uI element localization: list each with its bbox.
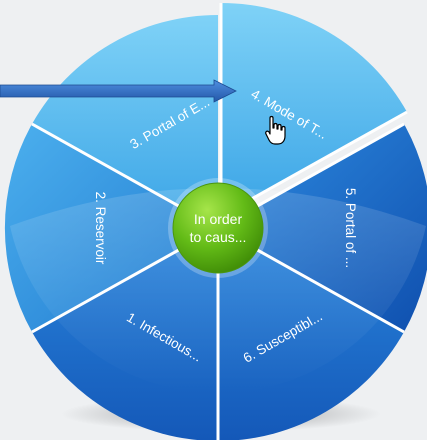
center-button[interactable]: In order to caus... bbox=[168, 178, 268, 278]
hand-pointer-icon bbox=[265, 115, 286, 145]
center-label-line1: In order bbox=[194, 211, 243, 227]
arrow-right-icon bbox=[0, 79, 237, 103]
center-label-line2: to caus... bbox=[190, 229, 247, 245]
segment-3-portal[interactable] bbox=[32, 14, 218, 229]
segment-label-2: 2. Reservoir bbox=[93, 192, 108, 265]
segment-4-mode[interactable] bbox=[221, 2, 407, 216]
segment-label-5: 5. Portal of ... bbox=[343, 188, 358, 268]
